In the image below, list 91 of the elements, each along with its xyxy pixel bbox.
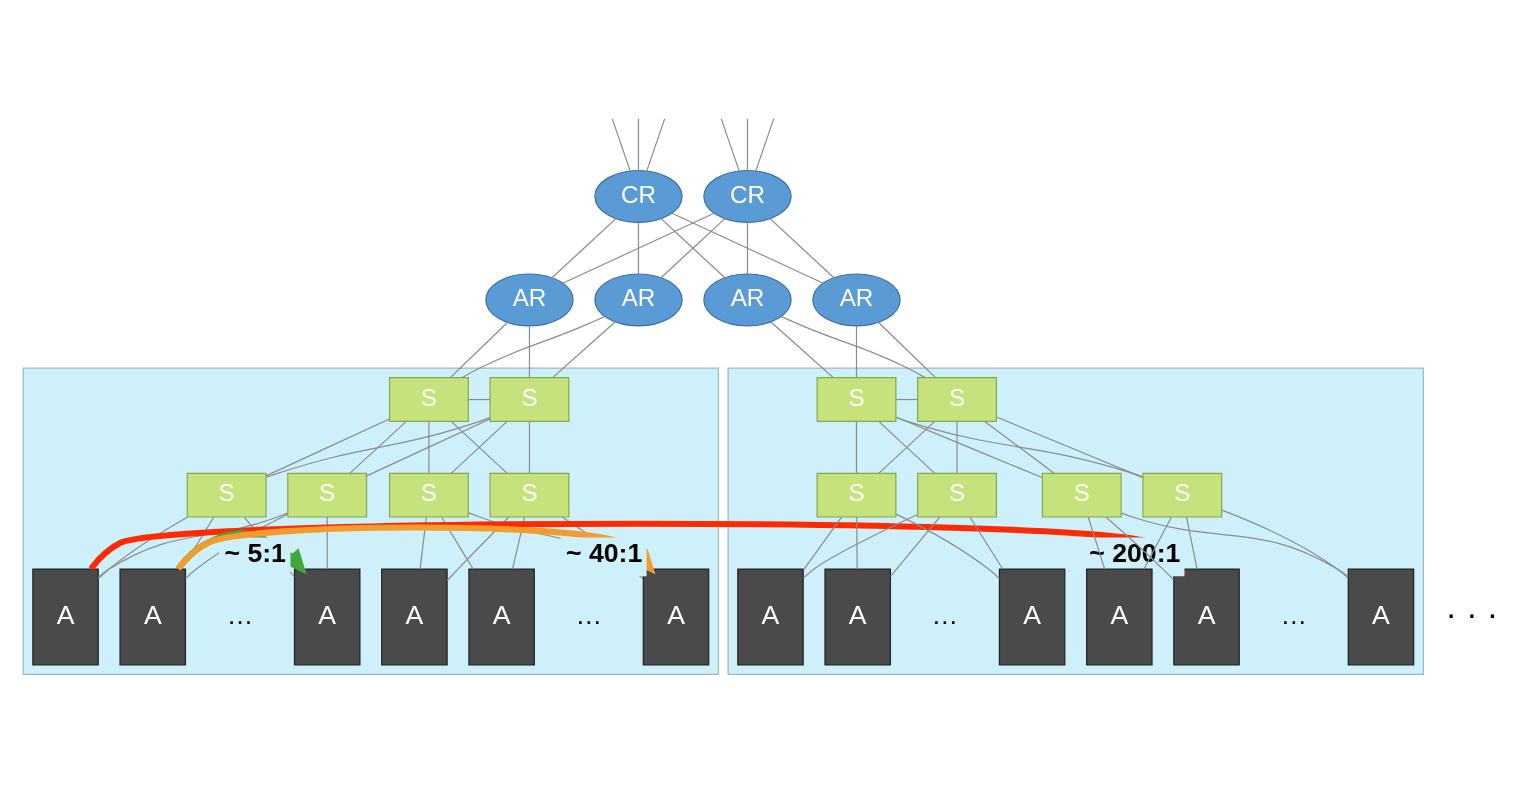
- connector: [856, 516, 858, 570]
- node-ellipse: AR: [812, 272, 901, 326]
- node-box: A: [1347, 568, 1415, 665]
- connector: [877, 321, 937, 378]
- connector: [855, 420, 858, 474]
- node-box: S: [816, 472, 897, 518]
- node-box: A: [1173, 568, 1240, 665]
- node-ellipse: CR: [703, 169, 792, 223]
- connector: [1221, 509, 1349, 578]
- connector: [562, 212, 715, 284]
- connector: [746, 117, 749, 171]
- connector: [461, 315, 606, 378]
- connector: [660, 217, 726, 278]
- connector: [326, 516, 328, 570]
- node-box: S: [489, 472, 570, 518]
- node-box: A: [468, 568, 535, 665]
- node-box: A: [1086, 568, 1153, 665]
- node-ellipse: AR: [485, 272, 574, 326]
- edge-label: ~ 200:1: [1089, 537, 1181, 568]
- connector: [720, 117, 740, 172]
- connector: [780, 315, 926, 378]
- label: …: [226, 599, 254, 630]
- connector: [969, 516, 1004, 570]
- node-box: S: [287, 472, 368, 518]
- connector: [551, 217, 617, 278]
- connector: [895, 416, 1043, 478]
- connector: [428, 420, 430, 474]
- node-ellipse: AR: [594, 272, 683, 326]
- connector: [895, 513, 1000, 579]
- connector: [468, 398, 491, 400]
- node-box: A: [998, 568, 1066, 665]
- connector: [265, 416, 491, 478]
- connector: [97, 516, 188, 579]
- node-box: A: [642, 568, 710, 665]
- node-ellipse: AR: [703, 272, 792, 326]
- node-box: S: [917, 472, 997, 518]
- cluster: [22, 366, 719, 675]
- connector: [878, 420, 936, 474]
- connector: [770, 320, 834, 378]
- label: …: [575, 599, 603, 630]
- connector: [1143, 516, 1172, 570]
- connector: [1105, 516, 1175, 580]
- connector: [803, 513, 919, 578]
- node-box: S: [1142, 472, 1223, 518]
- connector: [895, 398, 919, 400]
- connector: [895, 416, 1143, 477]
- connector: [956, 420, 958, 474]
- node-box: A: [824, 568, 891, 665]
- connector: [889, 516, 941, 577]
- connector: [995, 415, 1144, 478]
- node-box: A: [737, 568, 804, 665]
- edge-label: ~ 40:1: [566, 537, 643, 568]
- connector: [1185, 516, 1198, 570]
- connector: [528, 420, 531, 474]
- node-box: A: [119, 568, 187, 665]
- connector: [746, 221, 749, 275]
- connector: [637, 117, 640, 171]
- node-box: S: [186, 472, 267, 518]
- connector: [755, 117, 775, 172]
- node-box: S: [489, 376, 570, 422]
- connector: [440, 516, 474, 570]
- connector: [1087, 516, 1106, 570]
- connector: [637, 221, 640, 275]
- connector: [646, 117, 666, 172]
- node-box: S: [388, 376, 469, 422]
- connector: [450, 420, 508, 474]
- node-box: S: [917, 376, 997, 422]
- node-box: A: [32, 568, 99, 665]
- connector: [611, 117, 631, 172]
- node-box: S: [1041, 472, 1122, 518]
- connector: [552, 320, 616, 378]
- connector: [449, 321, 509, 378]
- node-box: A: [381, 568, 448, 665]
- cluster: [727, 366, 1424, 675]
- node-box: A: [293, 568, 361, 665]
- connector: [349, 420, 407, 474]
- connector: [265, 417, 391, 476]
- node-box: S: [388, 472, 469, 518]
- connector: [802, 516, 843, 571]
- connector: [671, 212, 824, 284]
- label: …: [1280, 599, 1308, 630]
- label: …: [931, 599, 959, 630]
- connector: [769, 217, 835, 278]
- node-ellipse: CR: [594, 169, 683, 223]
- connector: [984, 420, 1055, 474]
- node-box: S: [816, 376, 897, 422]
- edge-label: ~ 5:1: [224, 537, 286, 568]
- label: · · ·: [1445, 593, 1499, 632]
- connector: [365, 417, 491, 476]
- connector: [528, 324, 531, 378]
- connector: [855, 324, 858, 378]
